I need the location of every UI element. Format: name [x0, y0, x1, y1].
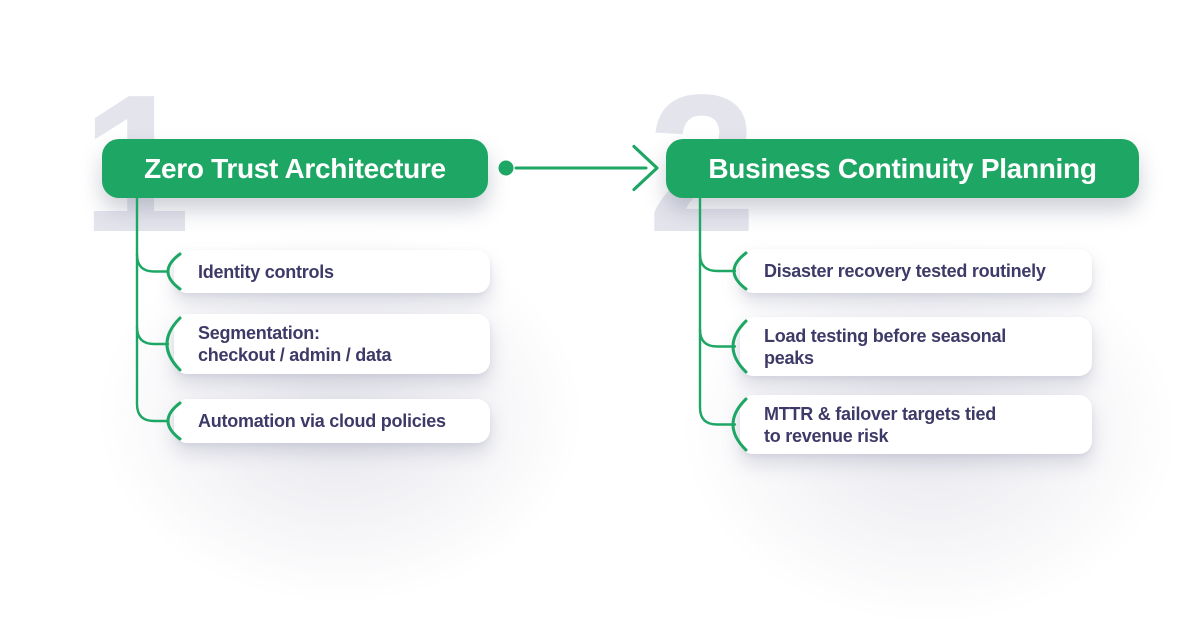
node-zero-trust-architecture: Zero Trust Architecture [102, 139, 488, 198]
card-segmentation: Segmentation: checkout / admin / data [174, 314, 490, 374]
branch-left-2 [135, 325, 170, 346]
card-mttr-failover: MTTR & failover targets tied to revenue … [740, 395, 1092, 454]
branch-right-2 [698, 328, 737, 348]
card-disaster-recovery: Disaster recovery tested routinely [740, 249, 1092, 293]
card-identity-controls: Identity controls [174, 250, 490, 293]
arrow-start-dot-icon [498, 160, 514, 176]
card-load-testing: Load testing before seasonal peaks [740, 317, 1092, 376]
node-business-continuity-planning: Business Continuity Planning [666, 139, 1139, 198]
card-automation-cloud-policies: Automation via cloud policies [174, 399, 490, 443]
